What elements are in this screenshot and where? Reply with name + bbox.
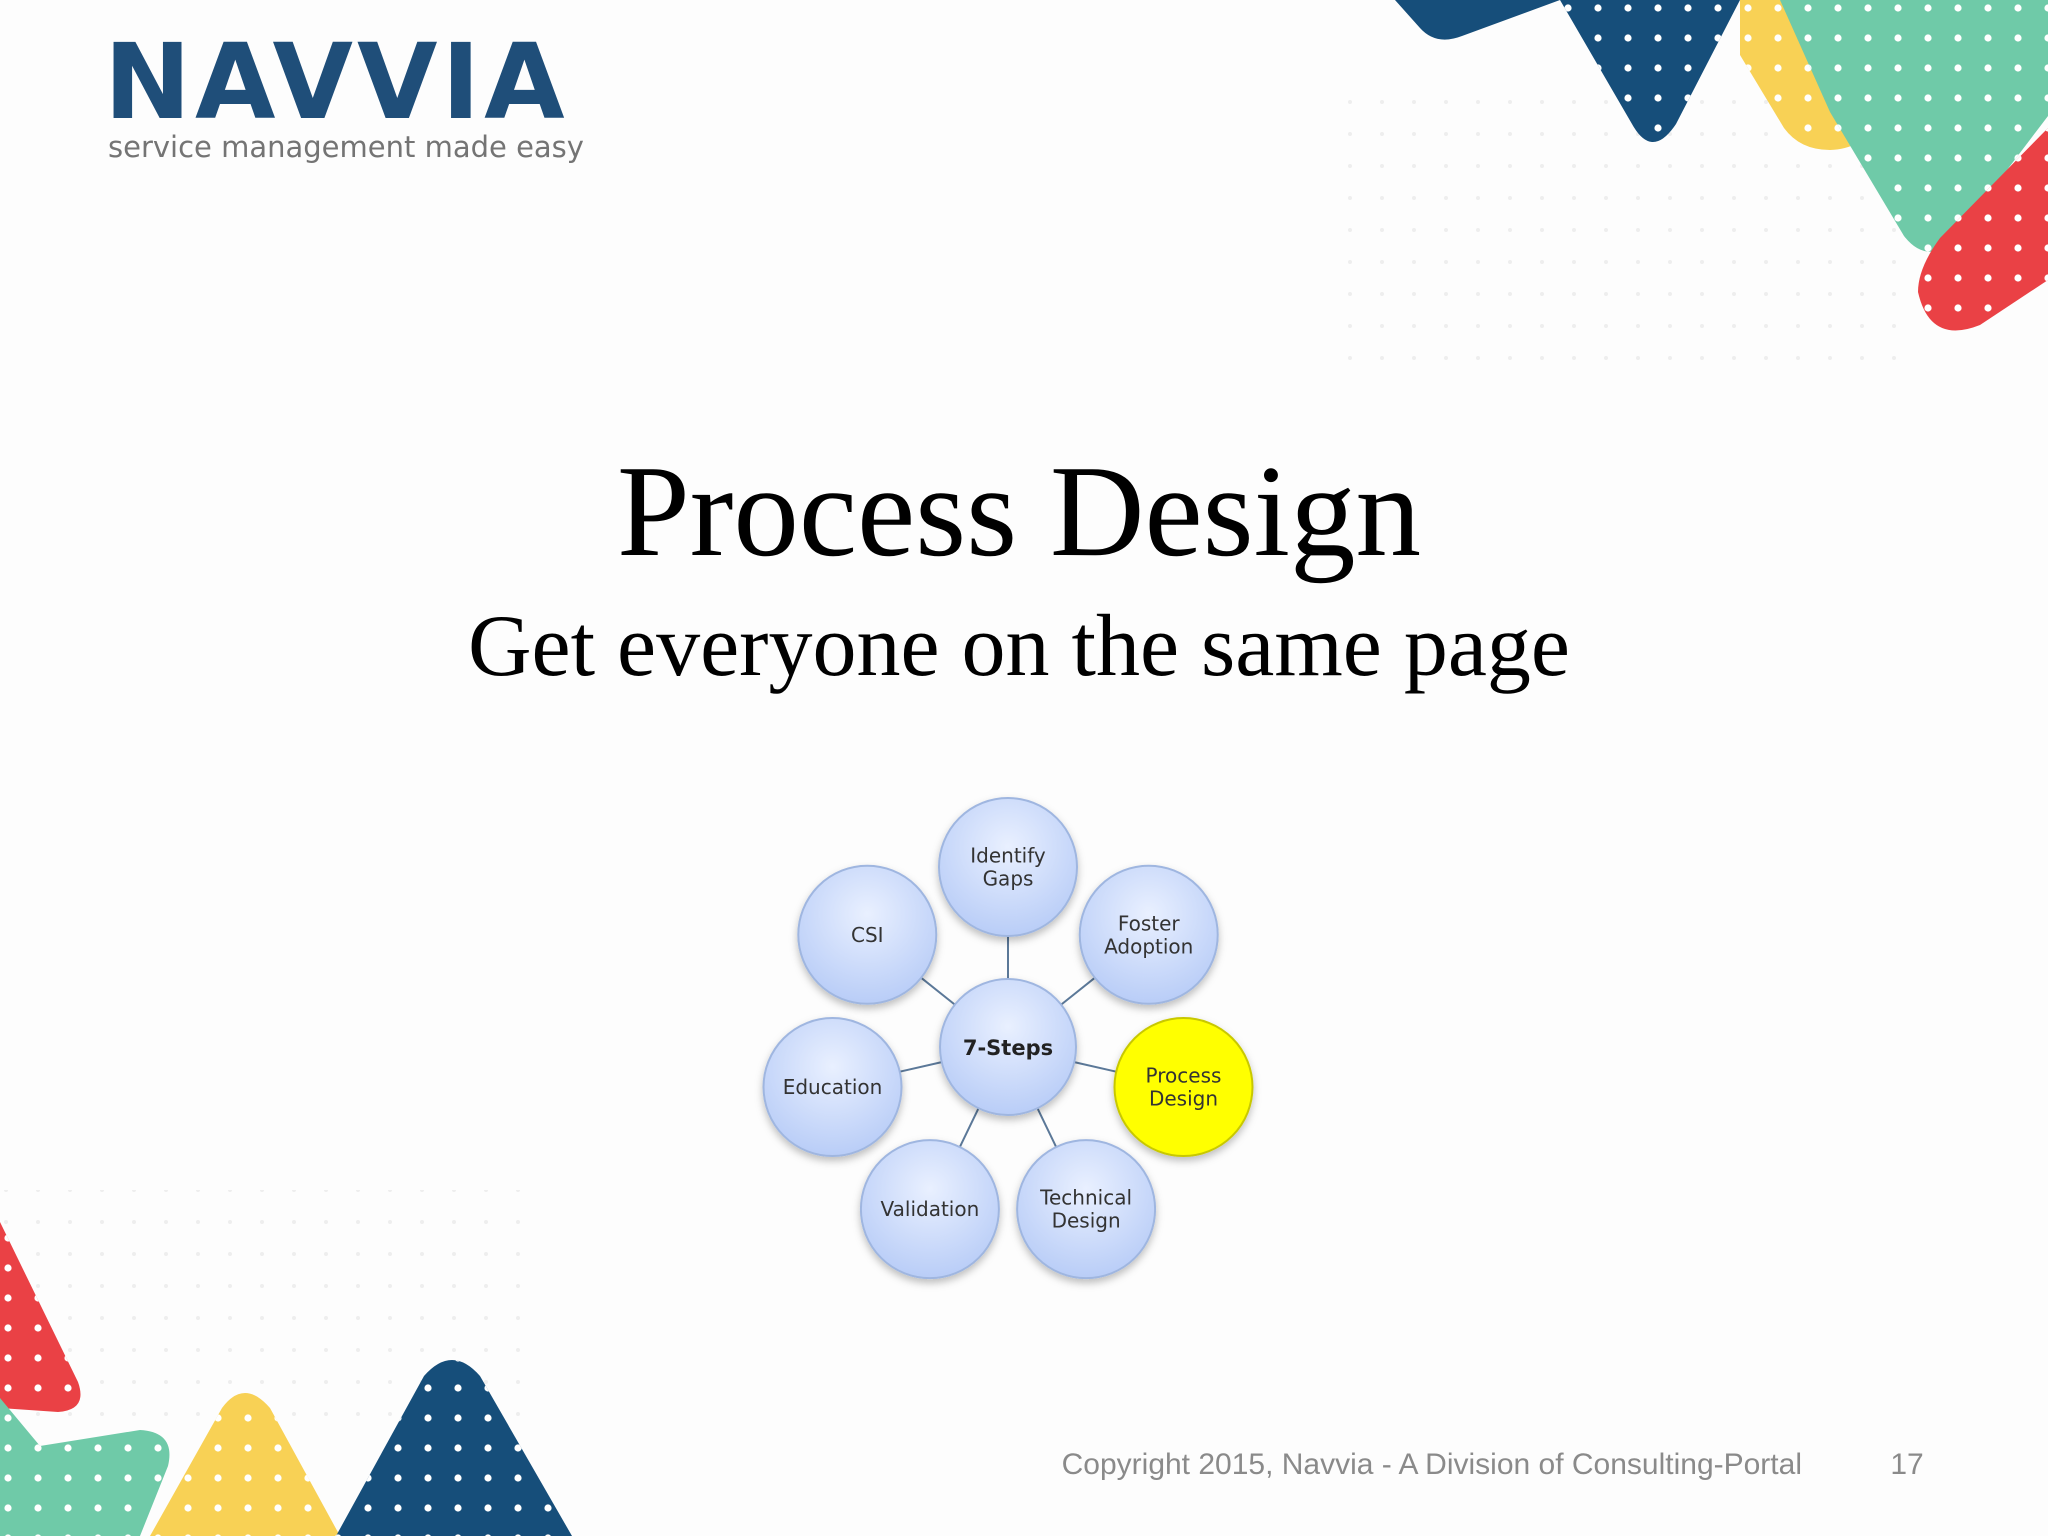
node-circle-csi [797,864,938,1005]
node-label-foster-adoption: Adoption [1104,934,1193,958]
node-label-technical-design: Design [1052,1209,1121,1233]
corner-shapes-bottom-left [0,1222,572,1536]
node-label-validation: Validation [881,1197,980,1221]
node-label-education: Education [783,1075,883,1099]
connector-validation [958,1107,980,1148]
node-label-technical-design: Technical [1039,1186,1132,1210]
center-node: 7-Steps [939,978,1077,1116]
center-node-label: 7-Steps [963,1036,1053,1060]
node-circle-process-design [1113,1017,1254,1158]
node-csi: CSI [797,864,938,1005]
node-label-process-design: Design [1149,1087,1218,1111]
corner-shapes-top-right [1395,0,2048,331]
connector-technical-design [1036,1107,1058,1148]
connector-csi [920,977,956,1006]
node-circle-technical-design [1016,1139,1157,1280]
diagram-connectors [899,936,1117,1148]
node-label-csi: CSI [851,923,884,947]
node-circle-validation [859,1139,1000,1280]
slide-subtitle: Get everyone on the same page [468,598,1570,695]
node-label-foster-adoption: Foster [1118,911,1181,935]
node-validation: Validation [859,1139,1000,1280]
node-label-identify-gaps: Identify [970,844,1046,868]
slide-title: Process Design [617,439,1421,584]
connector-education [899,1061,942,1073]
logo-wordmark: NAVVIA [104,21,569,143]
logo-tagline: service management made easy [108,130,584,164]
navvia-logo: NAVVIA service management made easy [104,21,584,164]
footer-copyright: Copyright 2015, Navvia - A Division of C… [1062,1448,1802,1481]
node-circle-identify-gaps [938,797,1078,937]
connector-process-design [1074,1061,1117,1073]
seven-steps-diagram: IdentifyGapsFosterAdoptionProcessDesignT… [762,797,1254,1280]
connector-foster-adoption [1060,977,1096,1006]
node-label-process-design: Process [1146,1064,1222,1088]
page-number: 17 [1890,1448,1923,1481]
node-circle-education [762,1017,903,1158]
node-education: Education [762,1017,903,1158]
diagram-nodes: IdentifyGapsFosterAdoptionProcessDesignT… [762,797,1254,1280]
node-label-identify-gaps: Gaps [983,867,1034,891]
node-circle-foster-adoption [1078,864,1219,1005]
